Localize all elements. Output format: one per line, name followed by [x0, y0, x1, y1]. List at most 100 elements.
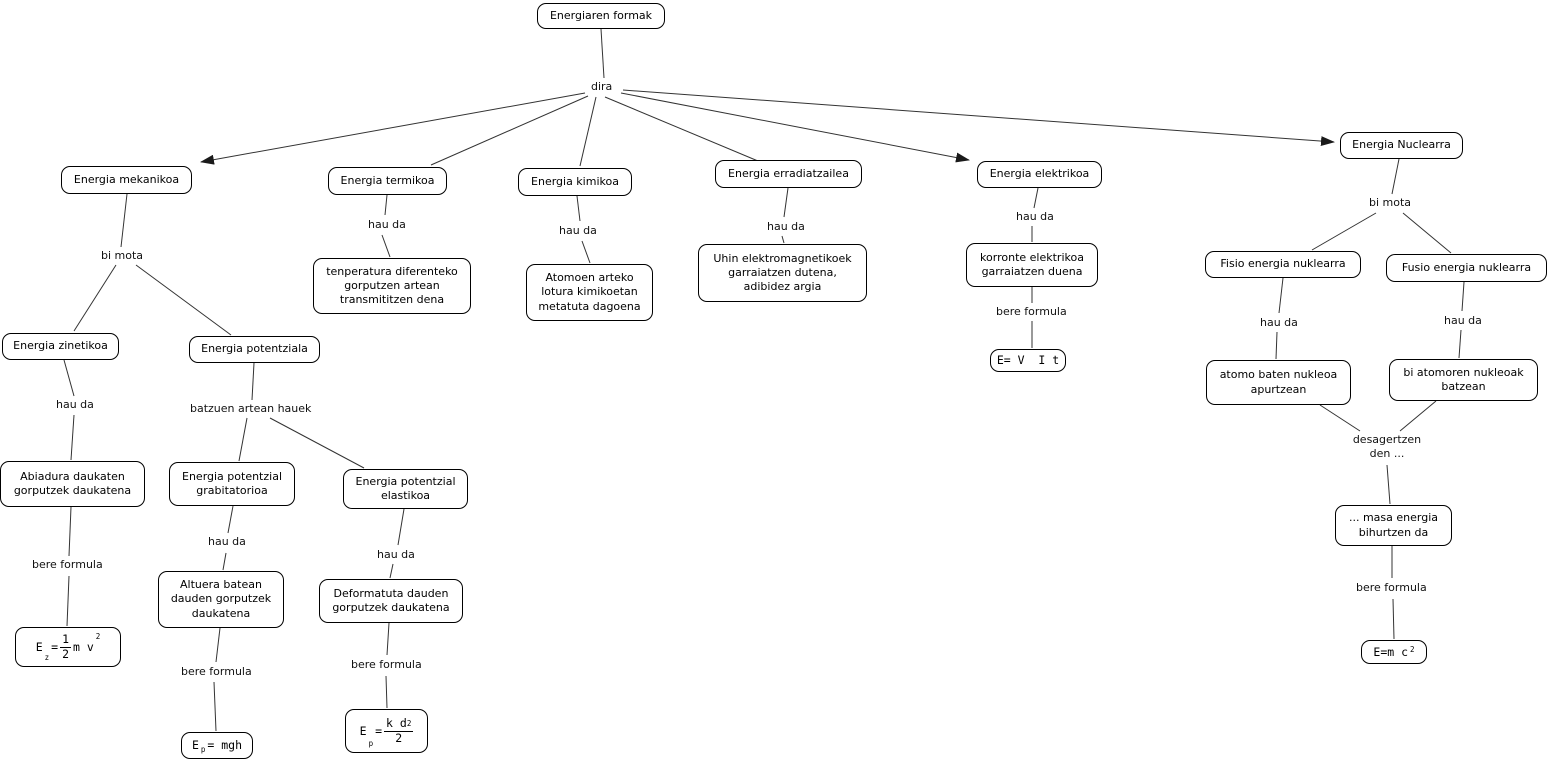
node-erradiatzailea-definizioa[interactable]: Uhin elektromagnetikoek garraiatzen dute…	[698, 244, 867, 302]
formula-epe-lhs: E	[359, 723, 367, 738]
connector	[397, 508, 405, 546]
formula-epe-equals: =	[375, 723, 383, 738]
link-label-bere-formula-grabitatorioa[interactable]: bere formula	[179, 665, 254, 679]
connector	[1311, 212, 1377, 251]
link-label-bere-formula-elektrikoa[interactable]: bere formula	[994, 305, 1069, 319]
connector	[783, 187, 789, 218]
formula-emc-lhs: E=m c	[1373, 644, 1409, 659]
node-grabitatorioa-definizioa[interactable]: Altuera batean dauden gorputzek daukaten…	[158, 571, 284, 628]
connector	[269, 417, 365, 469]
connector	[70, 414, 75, 461]
connector	[604, 96, 759, 162]
connector	[68, 506, 72, 557]
formula-epg-subscript: p	[200, 744, 206, 754]
node-energia-mekanikoa[interactable]: Energia mekanikoa	[61, 166, 192, 194]
connector	[1391, 158, 1400, 195]
node-energia-kimikoa[interactable]: Energia kimikoa	[518, 168, 632, 196]
connector	[1461, 281, 1465, 312]
link-label-hau-da-fisio[interactable]: hau da	[1258, 316, 1300, 330]
connector	[1278, 277, 1284, 314]
connector	[600, 28, 605, 79]
connector	[222, 552, 227, 571]
link-label-hau-da-elektrikoa[interactable]: hau da	[1014, 210, 1056, 224]
node-energia-elektrikoa[interactable]: Energia elektrikoa	[977, 161, 1102, 188]
connector	[581, 240, 591, 264]
connector	[385, 675, 388, 709]
link-label-hau-da-kimikoa[interactable]: hau da	[557, 224, 599, 238]
link-label-batzuen-artean-hauek[interactable]: batzuen artean hauek	[188, 402, 314, 416]
node-elektrikoa-definizioa[interactable]: korronte elektrikoa garraiatzen duena	[966, 243, 1098, 287]
node-energia-potentzial-elastikoa[interactable]: Energia potentzial elastikoa	[343, 469, 468, 509]
link-label-bere-formula-zinetikoa[interactable]: bere formula	[30, 558, 105, 572]
formula-evit-text: E= V I t	[996, 353, 1060, 368]
connector	[1458, 329, 1462, 359]
connector	[389, 563, 394, 579]
connector	[1392, 598, 1395, 640]
connector	[1275, 331, 1278, 360]
link-label-hau-da-erradiatzailea[interactable]: hau da	[765, 220, 807, 234]
node-fisio-definizioa[interactable]: atomo baten nukleoa apurtzean	[1206, 360, 1351, 405]
node-energia-potentzial-grabitatorioa[interactable]: Energia potentzial grabitatorioa	[169, 462, 295, 506]
connector	[63, 359, 75, 397]
node-energia-erradiatzailea[interactable]: Energia erradiatzailea	[715, 160, 862, 188]
link-label-hau-da-zinetikoa[interactable]: hau da	[54, 398, 96, 412]
node-energiaren-formak[interactable]: Energiaren formak	[537, 3, 665, 29]
formula-epg-rest: = mgh	[207, 738, 243, 753]
connector	[1319, 404, 1361, 432]
link-label-hau-da-elastikoa[interactable]: hau da	[375, 548, 417, 562]
link-label-bi-mota-mekanikoa[interactable]: bi mota	[99, 249, 146, 263]
formula-ez-tail: m v	[73, 639, 94, 654]
node-energia-nuclearra[interactable]: Energia Nuclearra	[1340, 132, 1463, 159]
connector	[1402, 212, 1452, 254]
link-label-bi-mota-nuclearra[interactable]: bi mota	[1367, 196, 1414, 210]
link-label-desagertzen-den[interactable]: desagertzen den ...	[1347, 433, 1427, 461]
link-label-hau-da-fusio[interactable]: hau da	[1442, 314, 1484, 328]
connector	[215, 627, 221, 663]
node-fusio-energia-nuklearra[interactable]: Fusio energia nuklearra	[1386, 254, 1547, 282]
connector	[1033, 187, 1039, 209]
connector	[227, 505, 234, 534]
connector	[251, 362, 255, 401]
connector	[73, 264, 117, 332]
connector	[1399, 400, 1437, 432]
formula-ez-equals: =	[51, 639, 59, 654]
formula-ez-numerator: 1	[60, 632, 72, 648]
node-formula-elektrikoa[interactable]: E= V I t	[990, 349, 1066, 372]
node-energia-termikoa[interactable]: Energia termikoa	[328, 167, 447, 195]
formula-epe-numerator: k d	[386, 716, 407, 731]
link-label-bere-formula-nuklearra[interactable]: bere formula	[1354, 581, 1429, 595]
node-fisio-energia-nuklearra[interactable]: Fisio energia nuklearra	[1205, 251, 1361, 278]
node-zinetikoa-definizioa[interactable]: Abiadura daukaten gorputzek daukatena	[0, 461, 145, 507]
formula-ez-denominator: 2	[62, 646, 70, 661]
link-label-hau-da-termikoa[interactable]: hau da	[366, 218, 408, 232]
node-termikoa-definizioa[interactable]: tenperatura diferenteko gorputzen artean…	[313, 258, 471, 314]
connector	[1386, 464, 1391, 505]
node-masa-energia[interactable]: ... masa energia bihurtzen da	[1335, 505, 1452, 546]
connector-arrow	[622, 89, 1335, 147]
link-label-bere-formula-elastikoa[interactable]: bere formula	[349, 658, 424, 672]
connector	[579, 96, 597, 167]
formula-ez-superscript: 2	[95, 632, 101, 641]
connector	[66, 575, 70, 627]
connector	[576, 195, 581, 222]
node-elastikoa-definizioa[interactable]: Deformatuta dauden gorputzek daukatena	[319, 579, 463, 623]
formula-epe-denominator: 2	[395, 730, 403, 745]
connector	[381, 234, 391, 258]
connector	[384, 194, 388, 216]
node-kimikoa-definizioa[interactable]: Atomoen arteko lotura kimikoetan metatut…	[526, 264, 653, 321]
connector	[430, 95, 589, 166]
node-fusio-definizioa[interactable]: bi atomoren nukleoak batzean	[1389, 359, 1538, 401]
link-label-dira[interactable]: dira	[589, 80, 615, 94]
formula-epe-superscript: 2	[406, 719, 412, 729]
node-energia-potentziala[interactable]: Energia potentziala	[189, 336, 320, 363]
formula-epg-lhs: E	[191, 738, 199, 753]
connector-arrow	[200, 92, 586, 165]
node-energia-zinetikoa[interactable]: Energia zinetikoa	[2, 333, 119, 360]
link-label-hau-da-grabitatorioa[interactable]: hau da	[206, 535, 248, 549]
